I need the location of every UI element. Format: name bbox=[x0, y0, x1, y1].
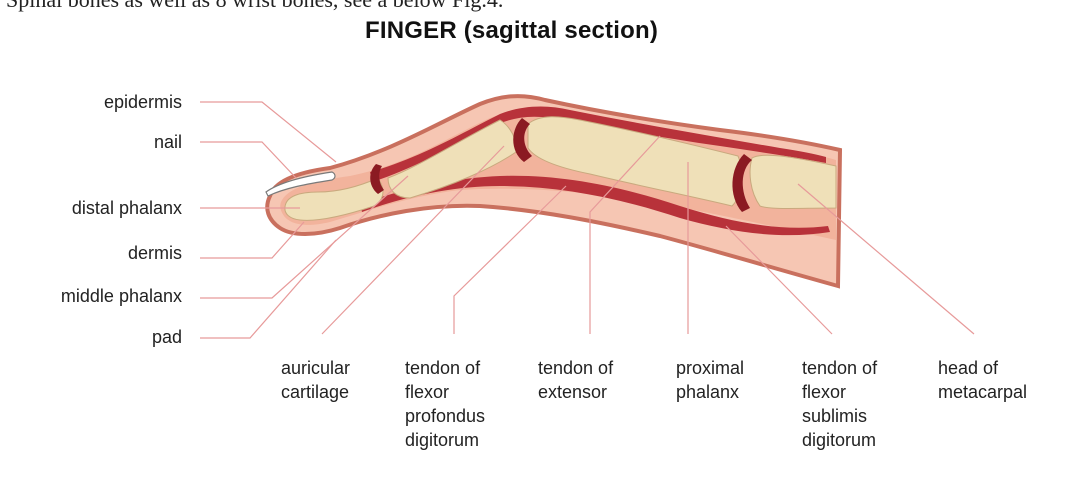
label-middle-phalanx: middle phalanx bbox=[61, 284, 182, 308]
label-tendon-flexor-sublimis: tendon of flexor sublimis digitorum bbox=[802, 356, 877, 452]
label-head-metacarpal: head of metacarpal bbox=[938, 356, 1027, 404]
label-nail: nail bbox=[154, 130, 182, 154]
label-line: tendon of bbox=[802, 356, 877, 380]
leader-line-nail bbox=[200, 142, 296, 178]
label-line: tendon of bbox=[405, 356, 485, 380]
label-line: metacarpal bbox=[938, 380, 1027, 404]
label-line: extensor bbox=[538, 380, 613, 404]
label-line: tendon of bbox=[538, 356, 613, 380]
label-pad: pad bbox=[152, 325, 182, 349]
label-line: proximal bbox=[676, 356, 744, 380]
leader-line-epidermis bbox=[200, 102, 336, 162]
label-tendon-flexor-profondus: tendon of flexor profondus digitorum bbox=[405, 356, 485, 452]
label-epidermis: epidermis bbox=[104, 90, 182, 114]
label-line: digitorum bbox=[405, 428, 485, 452]
label-line: profondus bbox=[405, 404, 485, 428]
label-line: digitorum bbox=[802, 428, 877, 452]
label-auricular-cartilage: auricular cartilage bbox=[281, 356, 350, 404]
metacarpal-bone bbox=[750, 155, 836, 208]
label-line: flexor bbox=[405, 380, 485, 404]
label-dermis: dermis bbox=[128, 241, 182, 265]
label-tendon-extensor: tendon of extensor bbox=[538, 356, 613, 404]
label-line: phalanx bbox=[676, 380, 744, 404]
label-line: cartilage bbox=[281, 380, 350, 404]
label-distal-phalanx: distal phalanx bbox=[72, 196, 182, 220]
leader-line-pad bbox=[200, 240, 336, 338]
label-line: sublimis bbox=[802, 404, 877, 428]
label-proximal-phalanx: proximal phalanx bbox=[676, 356, 744, 404]
label-line: flexor bbox=[802, 380, 877, 404]
label-line: auricular bbox=[281, 356, 350, 380]
label-line: head of bbox=[938, 356, 1027, 380]
